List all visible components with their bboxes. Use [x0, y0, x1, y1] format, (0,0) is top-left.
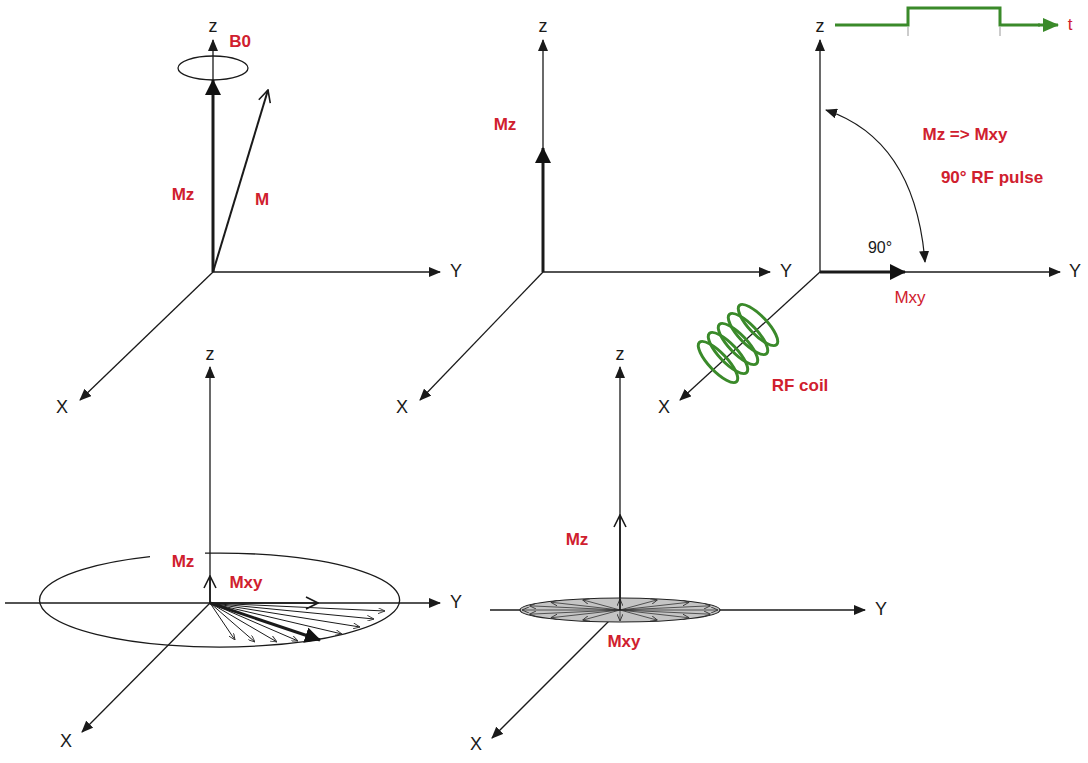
vector-label: Mxy — [229, 574, 262, 593]
vector-label: Mz — [172, 553, 195, 572]
axis-label: z — [816, 17, 825, 37]
vector-label: Mxy — [607, 633, 640, 652]
axis-label: X — [56, 398, 68, 418]
vector-label: Mz — [494, 116, 517, 135]
vector-label: M — [255, 191, 269, 210]
axis-label: X — [60, 732, 72, 752]
axis-label: z — [539, 17, 548, 37]
vector-label: Mz — [172, 186, 195, 205]
axis-label: X — [396, 398, 408, 418]
axis-label: Y — [450, 262, 462, 282]
vector-label: Mz — [566, 531, 589, 550]
time-label: t — [1068, 16, 1073, 35]
axis-label: Y — [450, 593, 462, 613]
field-label: B0 — [229, 33, 251, 52]
coil-label: RF coil — [772, 377, 829, 396]
axis-label: z — [206, 345, 215, 365]
axis-label: z — [616, 345, 625, 365]
axis-label: X — [470, 735, 482, 755]
transition-label: Mz => Mxy — [922, 126, 1007, 145]
pulse-label: 90° RF pulse — [941, 169, 1043, 188]
axis-label: Y — [780, 262, 792, 282]
vector-label: Mxy — [894, 289, 925, 308]
axis-label: Y — [1069, 262, 1081, 282]
axis-label: z — [209, 17, 218, 37]
axis-label: Y — [875, 600, 887, 620]
axis-label: X — [658, 398, 670, 418]
angle-label: 90° — [868, 239, 892, 257]
